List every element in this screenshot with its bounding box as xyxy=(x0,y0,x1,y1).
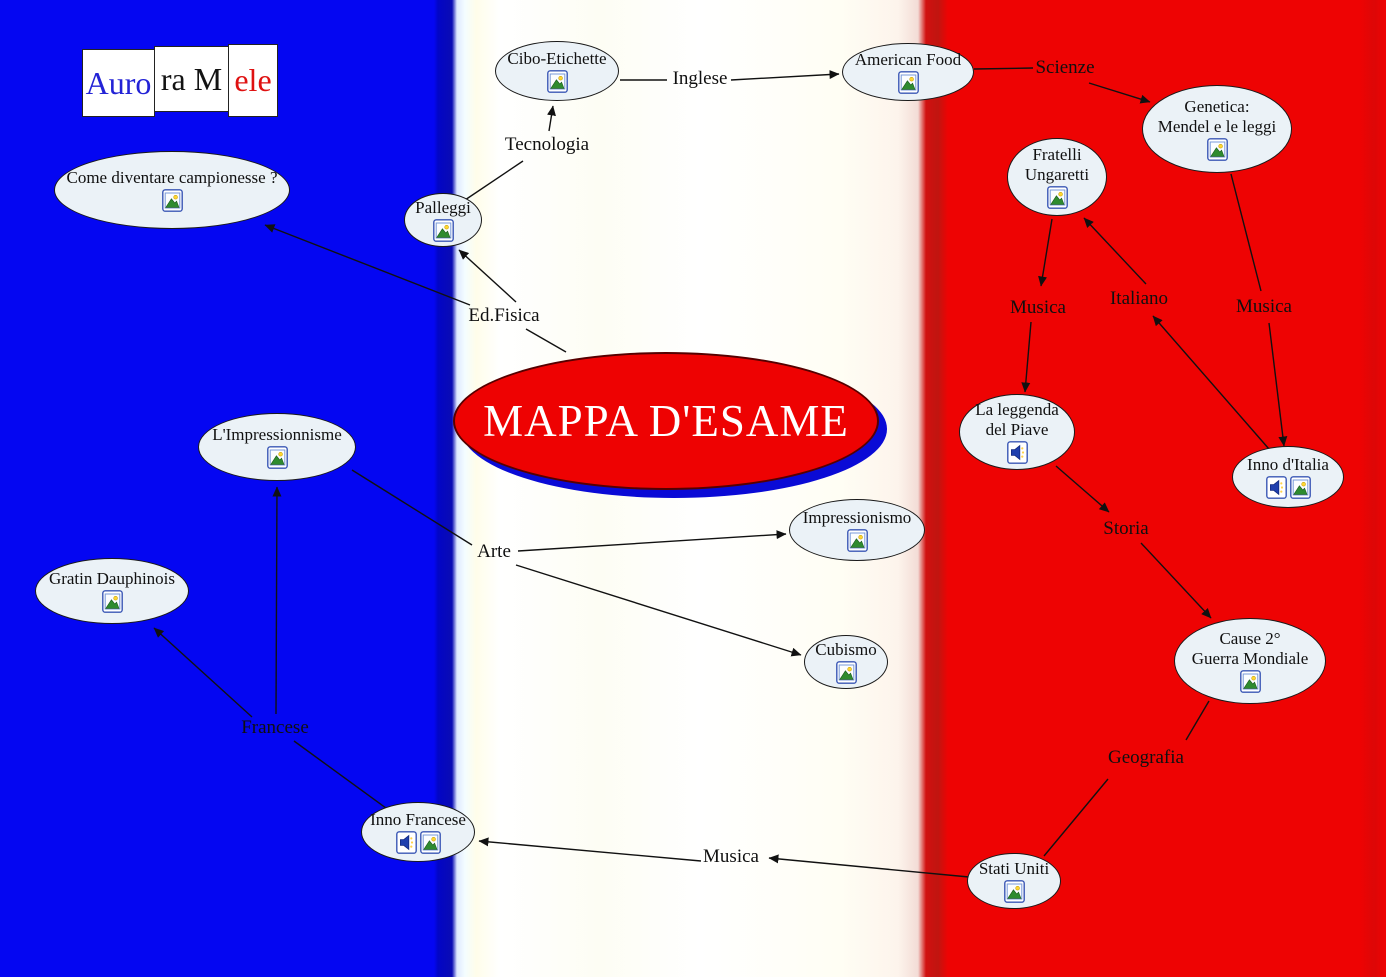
node-come-diventare-campionesse[interactable]: Come diventare campionesse ? xyxy=(54,151,290,229)
edge-line xyxy=(153,627,253,718)
picture-icon[interactable] xyxy=(161,188,183,212)
picture-icon[interactable] xyxy=(846,528,868,552)
edge-line xyxy=(1021,321,1032,393)
picture-icon[interactable] xyxy=(266,445,288,469)
node-gratin-dauphinois[interactable]: Gratin Dauphinois xyxy=(35,558,189,624)
node-label: Inno d'Italia xyxy=(1247,455,1329,475)
link-label-geografia[interactable]: Geografia xyxy=(1108,747,1184,768)
picture-icon[interactable] xyxy=(897,70,919,94)
picture-icon[interactable] xyxy=(419,830,441,854)
logo-text: ele xyxy=(234,62,272,98)
node-label: Come diventare campionesse ? xyxy=(66,168,278,188)
node-label: Cubismo xyxy=(815,640,877,660)
logo-box: Auro xyxy=(82,49,155,117)
logo-text: ra M xyxy=(160,60,223,97)
node-label: Gratin Dauphinois xyxy=(48,569,176,589)
link-label-ed-fisica[interactable]: Ed.Fisica xyxy=(468,305,540,326)
central-node-mappa-desame[interactable]: MAPPA D'ESAME xyxy=(453,352,879,490)
edge-line xyxy=(464,160,524,201)
node-stati-uniti[interactable]: Stati Uniti xyxy=(967,853,1061,909)
link-label-italiano[interactable]: Italiano xyxy=(1109,288,1169,309)
logo-text: Auro xyxy=(85,64,152,101)
map-title: MAPPA D'ESAME xyxy=(483,396,849,446)
node-label: Fratelli Ungaretti xyxy=(1024,145,1090,184)
edge-line xyxy=(1152,315,1270,450)
node-american-food[interactable]: American Food xyxy=(842,43,974,101)
node-label: L'Impressionnisme xyxy=(212,425,342,445)
node-inno-francese[interactable]: Inno Francese xyxy=(361,802,475,862)
edge-line xyxy=(272,486,282,715)
edge-line xyxy=(547,105,556,132)
edge-line xyxy=(1055,465,1110,513)
link-label-francese[interactable]: Francese xyxy=(241,717,309,738)
edge-line xyxy=(1140,542,1212,619)
edge-line xyxy=(1043,778,1109,857)
edge-line xyxy=(973,67,1034,70)
node-label: Impressionismo xyxy=(802,508,912,528)
node-label: Stati Uniti xyxy=(978,859,1050,879)
edge-line xyxy=(264,224,471,306)
edge-line xyxy=(1038,218,1053,287)
picture-icon[interactable] xyxy=(1046,185,1068,209)
node-palleggi[interactable]: Palleggi xyxy=(404,193,482,247)
node-label: American Food xyxy=(854,50,962,70)
edge-line xyxy=(517,530,787,552)
node-label: Palleggi xyxy=(415,198,471,218)
node-impressionnisme[interactable]: L'Impressionnisme xyxy=(198,413,356,481)
edge-line xyxy=(730,70,840,81)
link-label-musica-ungaretti[interactable]: Musica xyxy=(1010,297,1066,318)
speaker-icon[interactable] xyxy=(395,830,417,854)
edge-line xyxy=(1088,82,1151,104)
edge-line xyxy=(478,837,702,862)
link-label-inglese[interactable]: Inglese xyxy=(672,68,728,89)
edge-line xyxy=(1185,700,1210,741)
picture-icon[interactable] xyxy=(1003,879,1025,903)
speaker-icon[interactable] xyxy=(1006,440,1028,464)
edge-line xyxy=(768,854,970,878)
node-cibo-etichette[interactable]: Cibo-Etichette xyxy=(495,41,619,101)
link-label-arte[interactable]: Arte xyxy=(477,541,511,562)
node-label: Inno Francese xyxy=(370,810,466,830)
speaker-icon[interactable] xyxy=(1265,475,1287,499)
edge-line xyxy=(525,328,567,353)
picture-icon[interactable] xyxy=(1289,475,1311,499)
edge-line xyxy=(458,249,517,303)
node-leggenda-del-piave[interactable]: La leggenda del Piave xyxy=(959,394,1075,470)
picture-icon[interactable] xyxy=(546,69,568,93)
node-cause-2-guerra-mondiale[interactable]: Cause 2° Guerra Mondiale xyxy=(1174,618,1326,704)
logo-box: ra M xyxy=(154,46,229,112)
link-label-musica-genetica[interactable]: Musica xyxy=(1236,296,1292,317)
node-impressionismo[interactable]: Impressionismo xyxy=(789,499,925,561)
edge-line xyxy=(351,469,473,546)
picture-icon[interactable] xyxy=(1206,137,1228,161)
picture-icon[interactable] xyxy=(101,589,123,613)
edge-line xyxy=(1083,217,1147,285)
edge-line xyxy=(1268,322,1288,447)
link-label-tecnologia[interactable]: Tecnologia xyxy=(504,134,590,155)
node-label: Cause 2° Guerra Mondiale xyxy=(1191,629,1309,668)
node-genetica-mendel[interactable]: Genetica: Mendel e le leggi xyxy=(1142,85,1292,173)
link-label-storia[interactable]: Storia xyxy=(1103,518,1149,539)
edge-line xyxy=(515,564,802,657)
node-label: La leggenda del Piave xyxy=(975,400,1059,439)
node-cubismo[interactable]: Cubismo xyxy=(804,635,888,689)
node-fratelli-ungaretti[interactable]: Fratelli Ungaretti xyxy=(1007,138,1107,216)
picture-icon[interactable] xyxy=(1239,669,1261,693)
node-label: Genetica: Mendel e le leggi xyxy=(1157,97,1277,136)
picture-icon[interactable] xyxy=(432,218,454,242)
node-inno-ditalia[interactable]: Inno d'Italia xyxy=(1232,446,1344,508)
edge-line xyxy=(293,740,391,812)
link-label-musica-stati[interactable]: Musica xyxy=(703,846,759,867)
link-label-scienze[interactable]: Scienze xyxy=(1035,57,1095,78)
edge-line xyxy=(1230,173,1262,292)
node-label: Cibo-Etichette xyxy=(507,49,607,69)
picture-icon[interactable] xyxy=(835,660,857,684)
logo-box: ele xyxy=(228,44,278,117)
